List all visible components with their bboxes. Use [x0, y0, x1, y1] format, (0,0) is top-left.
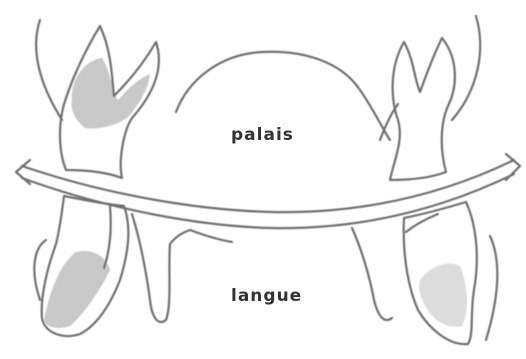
lower-right-tooth-shading [419, 264, 467, 327]
upper-right-tooth [380, 16, 480, 180]
upper-right-tooth-root-line [452, 16, 480, 120]
palate-label: palais [231, 125, 294, 145]
tongue-label: langue [231, 286, 302, 306]
upper-left-tooth [36, 20, 159, 178]
tongue-left-outline [190, 230, 232, 242]
lower-right-tooth [404, 202, 498, 344]
lower-right-tooth-root-line [486, 236, 497, 340]
arch-band-lower-curve [22, 174, 514, 228]
upper-right-tooth-outline [390, 38, 455, 180]
upper-left-tooth-root-line [36, 20, 62, 120]
lower-left-tooth-inner-line [104, 206, 111, 268]
upper-right-tooth-gum-line [380, 104, 398, 140]
lower-left-tooth [34, 196, 128, 336]
tongue-outline [352, 228, 392, 320]
lower-left-second-root [132, 214, 190, 322]
